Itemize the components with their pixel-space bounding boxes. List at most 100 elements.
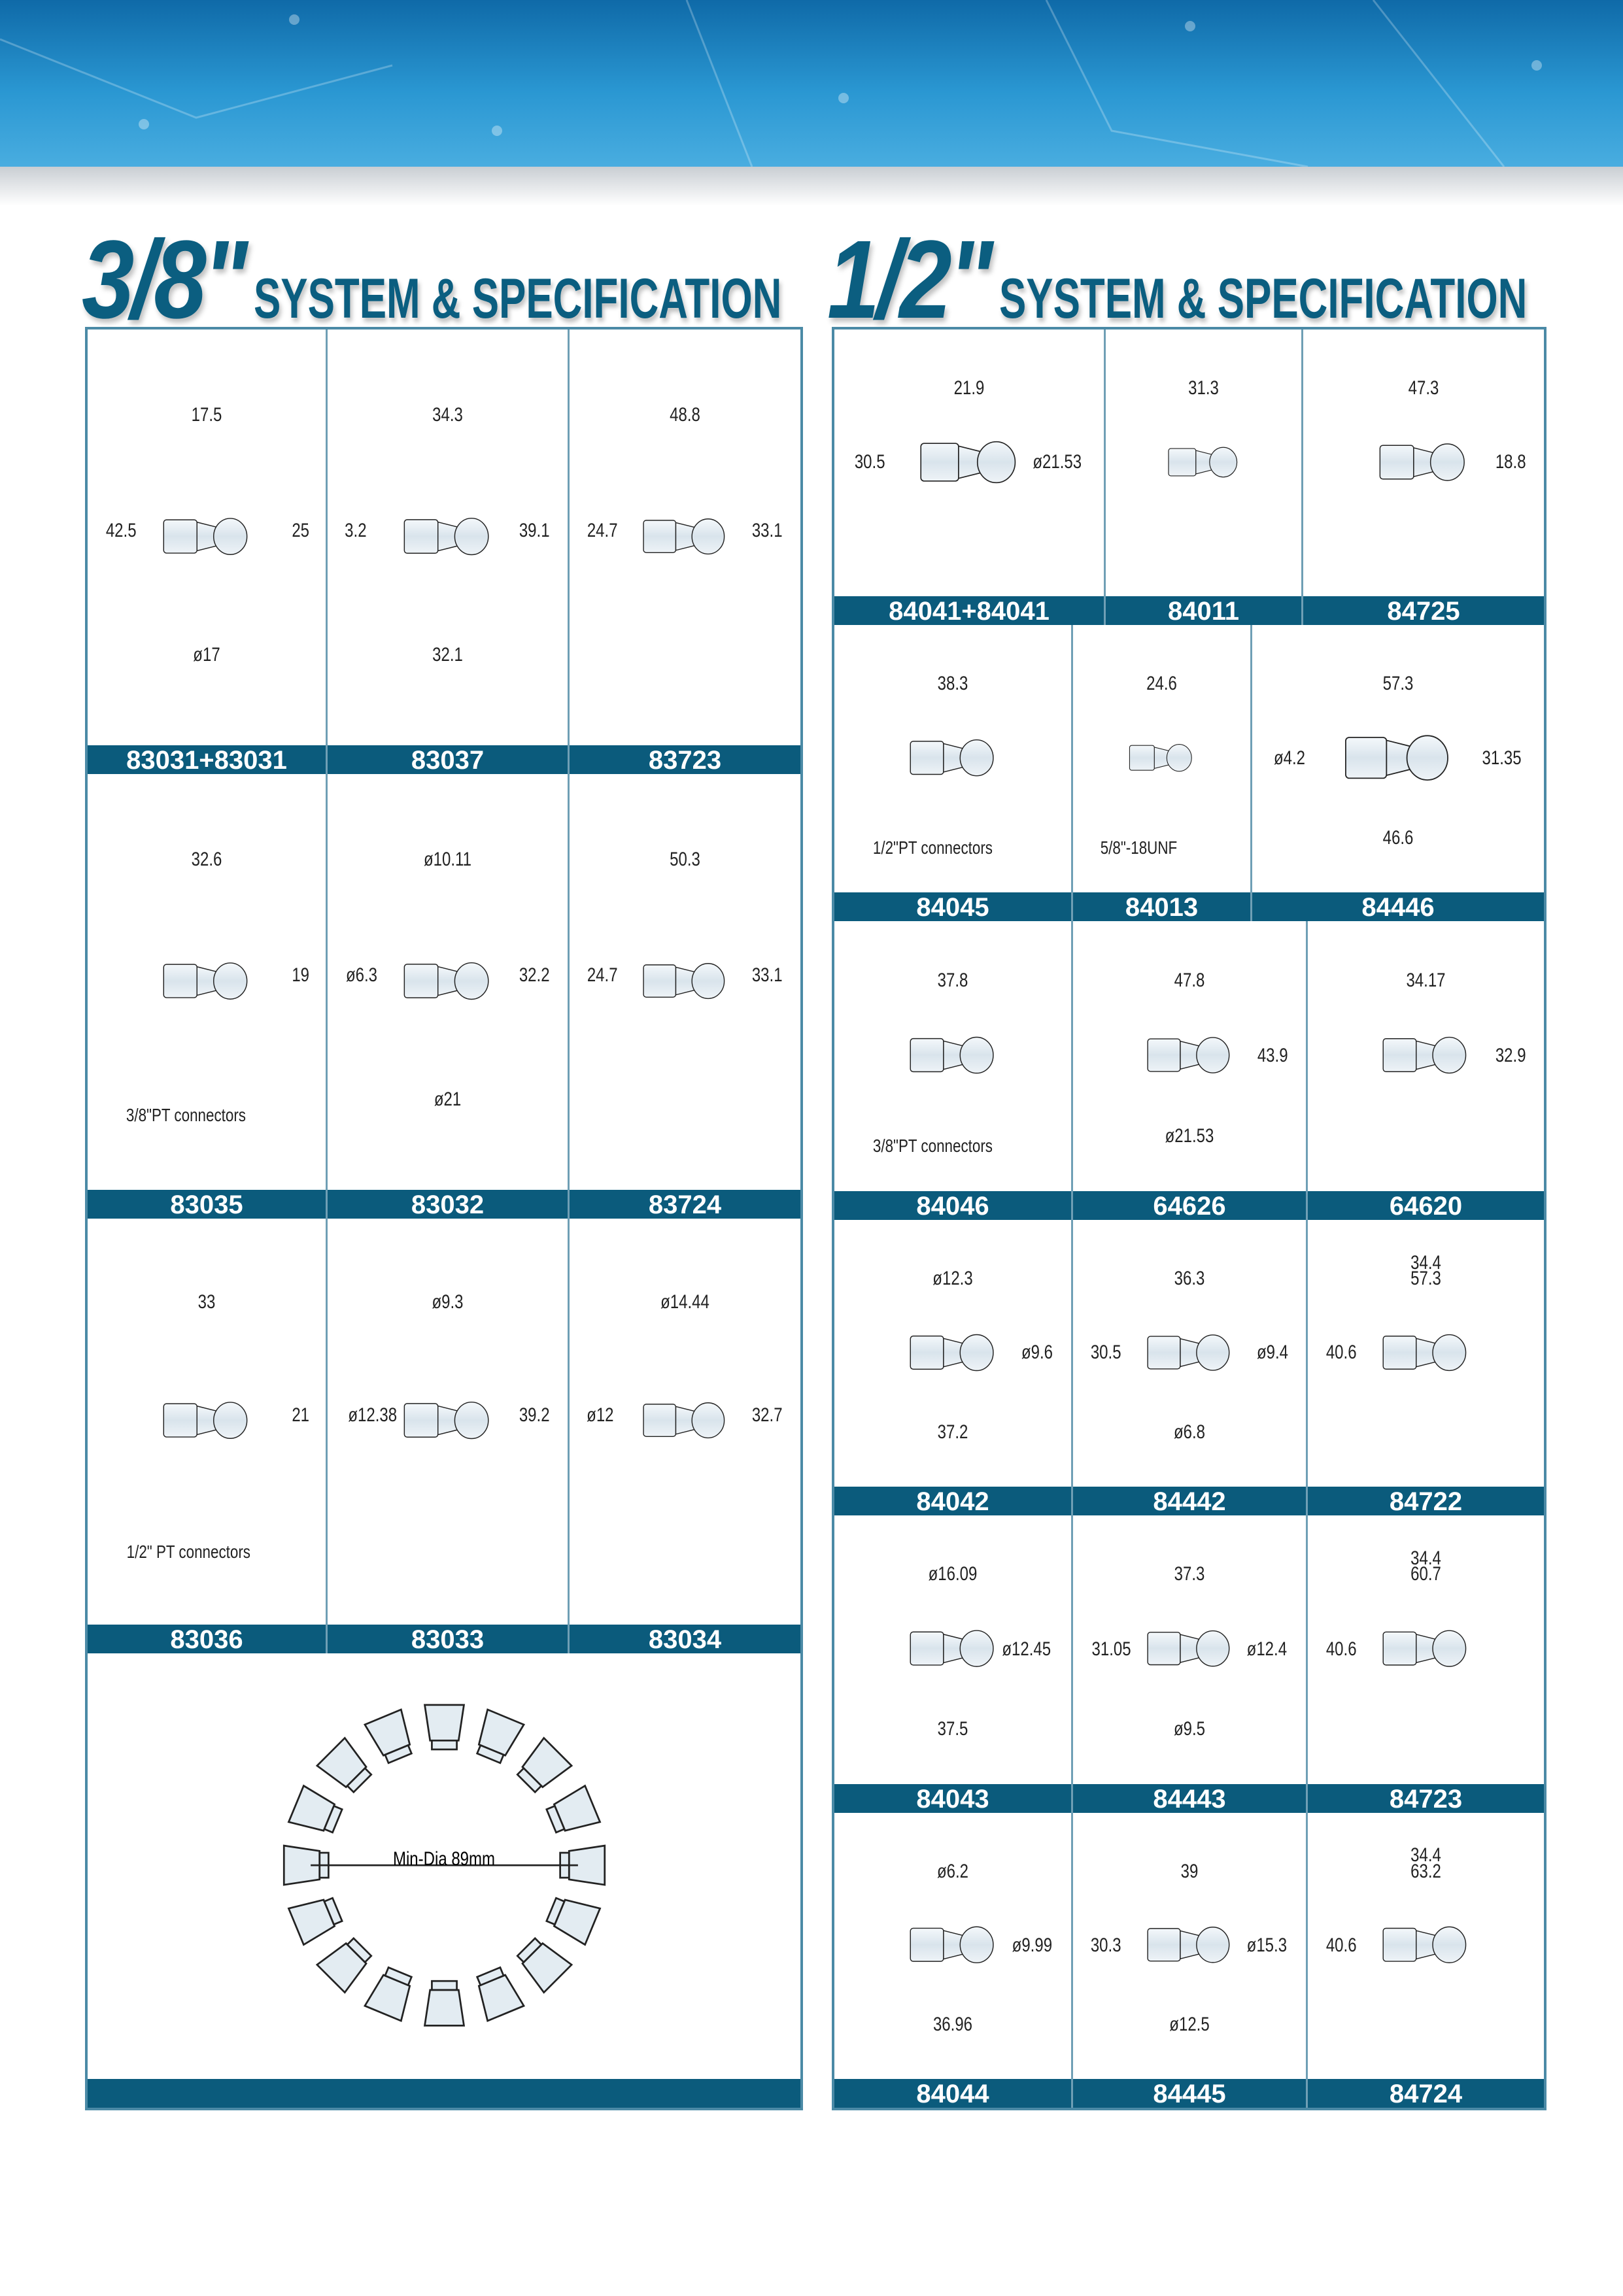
- dimension-label: 60.7: [1410, 1563, 1441, 1585]
- fitting-illustration: [400, 1340, 496, 1501]
- ring-code-bar: [88, 2077, 800, 2108]
- product-code: 84013: [1073, 890, 1250, 922]
- dimension-label: 30.3: [1091, 1934, 1121, 1956]
- dimension-label: ø12.45: [1002, 1638, 1051, 1660]
- product-code: 84446: [1252, 890, 1544, 922]
- dimension-label: ø6.2: [936, 1860, 969, 1882]
- dimension-label: ø21.53: [1165, 1124, 1214, 1147]
- dimension-label: 30.5: [854, 451, 885, 473]
- dimension-label: 36.3: [1174, 1267, 1205, 1289]
- dimension-label: ø17: [193, 644, 220, 666]
- product-code: 84046: [834, 1189, 1071, 1221]
- dimension-label: ø9.5: [1173, 1718, 1206, 1740]
- dimension-label: 25: [292, 520, 309, 542]
- dimension-label: 34.3: [432, 403, 463, 426]
- product-drawing: ø16.09 ø12.45 37.5: [834, 1515, 1071, 1782]
- fitting-illustration: [906, 1002, 1000, 1109]
- product-code: 83034: [570, 1623, 800, 1654]
- fitting-illustration: [906, 1892, 1000, 1998]
- product-code: 83031+83031: [88, 743, 326, 775]
- product-code: 83032: [328, 1188, 568, 1219]
- dimension-label: 3.2: [345, 520, 367, 542]
- dimension-label: 19: [292, 964, 309, 987]
- dimension-label: 37.8: [937, 969, 968, 991]
- dimension-label: 31.05: [1091, 1638, 1131, 1660]
- product-cell: 37.8 3/8"PT connectors 84046: [834, 921, 1073, 1221]
- dimension-label: 24.7: [587, 964, 618, 987]
- product-code: 84723: [1308, 1782, 1544, 1814]
- product-code: 84724: [1308, 2077, 1544, 2108]
- fitting-illustration: [159, 454, 254, 619]
- connector-note: 1/2"PT connectors: [873, 837, 993, 858]
- dimension-label: 18.8: [1495, 451, 1526, 473]
- fitting-illustration: [639, 454, 731, 619]
- fitting-illustration: [1143, 1002, 1236, 1109]
- title-text: SYSTEM & SPECIFICATION: [999, 267, 1528, 330]
- connector-note: 3/8"PT connectors: [873, 1136, 993, 1156]
- dimension-label: 24.7: [587, 520, 618, 542]
- fitting-illustration: [159, 1340, 254, 1501]
- title-size: 3/8": [82, 218, 248, 342]
- dimension-label: 21.9: [953, 377, 985, 399]
- dimension-label: ø9.6: [1021, 1342, 1053, 1364]
- dimension-label: 33: [197, 1291, 216, 1313]
- product-code: 84045: [834, 890, 1071, 922]
- dimension-label: 34.4: [1410, 1251, 1441, 1274]
- dimension-label: 50.3: [670, 848, 700, 870]
- dimension-label: ø21: [434, 1089, 462, 1111]
- dimension-label: ø16.09: [928, 1563, 978, 1585]
- dimension-label: ø6.3: [346, 964, 378, 987]
- dimension-label: 32.9: [1495, 1044, 1526, 1066]
- product-code: 84722: [1308, 1485, 1544, 1516]
- fitting-illustration: [1375, 409, 1471, 515]
- fitting-illustration: [906, 1300, 1000, 1406]
- dimension-label: 48.8: [670, 403, 700, 426]
- dimension-label: ø12: [587, 1404, 614, 1427]
- product-code: 84445: [1073, 2077, 1306, 2108]
- product-code: 84011: [1106, 594, 1301, 626]
- fitting-illustration: [1165, 409, 1243, 515]
- product-code: 83037: [328, 743, 568, 775]
- product-code: 84443: [1073, 1782, 1306, 1814]
- product-code: 84042: [834, 1485, 1071, 1516]
- fitting-illustration: [1378, 1892, 1473, 1998]
- product-code: 83723: [570, 743, 800, 775]
- dimension-label: 40.6: [1325, 1934, 1357, 1956]
- fitting-illustration: [639, 898, 731, 1064]
- dimension-label: ø9.4: [1256, 1342, 1288, 1364]
- dimension-label: 24.6: [1146, 673, 1177, 695]
- dimension-label: ø12.3: [932, 1267, 973, 1289]
- title-size: 1/2": [827, 218, 993, 342]
- dimension-label: 32.7: [752, 1404, 783, 1427]
- product-code: 83035: [88, 1188, 326, 1219]
- dimension-label: 39.2: [519, 1404, 550, 1427]
- product-code: 84442: [1073, 1485, 1306, 1516]
- dimension-label: 37.5: [937, 1718, 968, 1740]
- dimension-label: ø9.3: [432, 1291, 464, 1313]
- dimension-label: 34.4: [1410, 1547, 1441, 1569]
